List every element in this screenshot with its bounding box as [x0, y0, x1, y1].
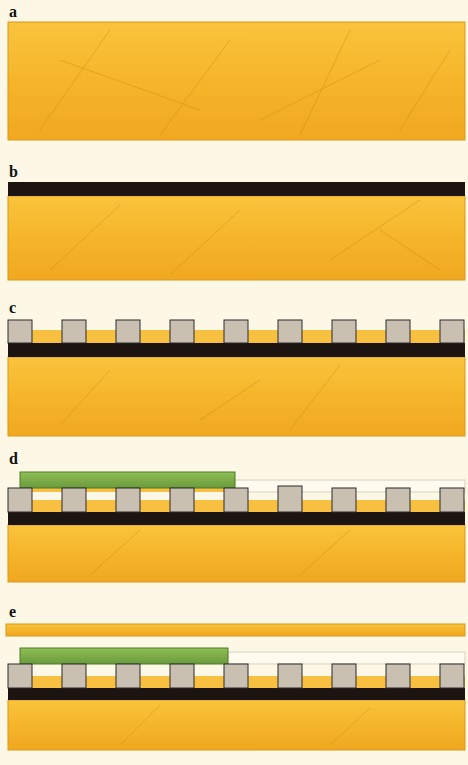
panel-letter: e [9, 604, 16, 620]
green-layer [20, 648, 228, 664]
panel-letter: a [9, 4, 17, 20]
dark-layer [8, 343, 465, 357]
dark-layer [8, 182, 465, 196]
square-blocks [8, 320, 464, 343]
open-region [228, 652, 465, 664]
dark-layer [8, 512, 465, 525]
texture [40, 30, 450, 135]
substrate [8, 22, 465, 140]
substrate [8, 196, 465, 280]
substrate [8, 357, 465, 436]
square-blocks [8, 664, 464, 688]
green-layer [20, 472, 235, 488]
panel-letter: b [9, 164, 18, 180]
texture [90, 530, 350, 575]
panel-letter: c [9, 300, 16, 316]
texture [120, 705, 370, 745]
texture [60, 365, 340, 430]
lifted-layer [6, 624, 465, 636]
dark-layer [8, 688, 465, 700]
substrate [8, 525, 465, 582]
square-blocks [8, 486, 464, 512]
panel-letter: d [9, 451, 18, 467]
texture [50, 200, 440, 275]
substrate [8, 700, 465, 750]
